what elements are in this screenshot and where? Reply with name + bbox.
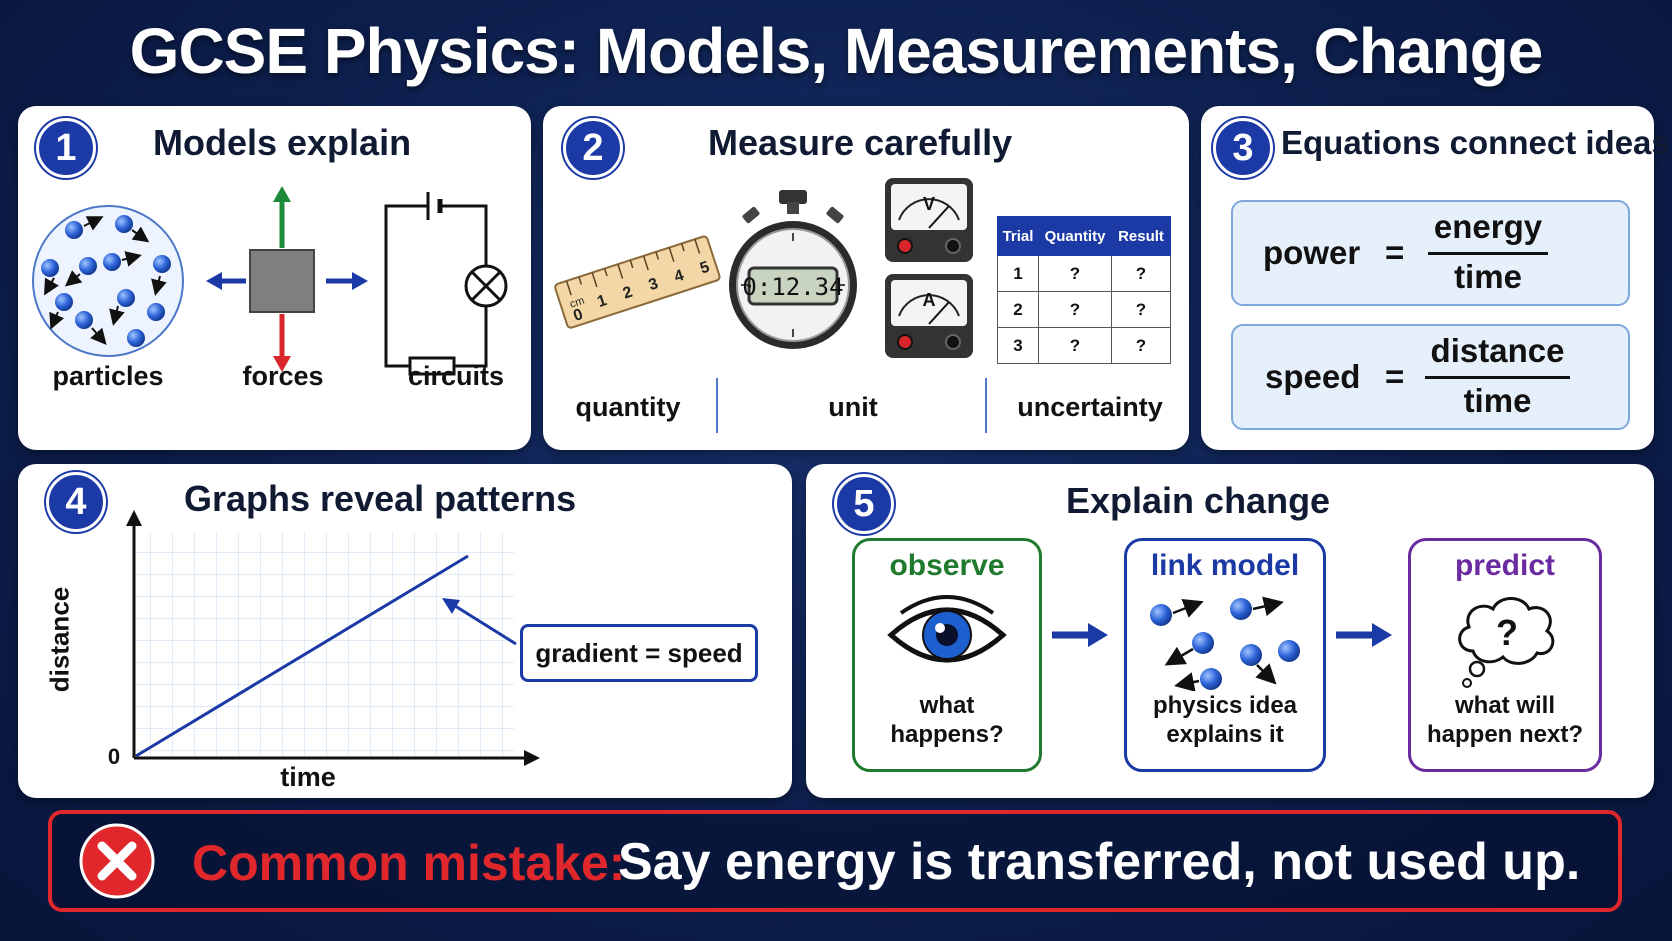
arrow-right-icon xyxy=(1052,623,1108,647)
voltmeter-icon: V xyxy=(885,178,973,262)
table-header: Trial xyxy=(997,216,1039,256)
mistake-text: Say energy is transferred, not used up. xyxy=(618,833,1581,891)
thought-bubble-icon: ? xyxy=(1458,597,1555,688)
panel-graphs: 4 Graphs reveal patterns distance time 0… xyxy=(18,464,792,798)
fraction-bar xyxy=(1425,376,1570,379)
step-number-4: 4 xyxy=(46,472,106,532)
label-circuits: circuits xyxy=(407,361,505,391)
axis-label-time: time xyxy=(280,762,336,792)
page-title: GCSE Physics: Models, Measurements, Chan… xyxy=(129,15,1544,87)
label-quantity: quantity xyxy=(575,392,681,422)
voltmeter-symbol: V xyxy=(923,194,935,214)
common-mistake-banner: Common mistake: Say energy is transferre… xyxy=(48,810,1622,912)
panel-title-models: Models explain xyxy=(153,122,412,163)
panel-title-explain: Explain change xyxy=(1066,480,1331,521)
table-header: Result xyxy=(1111,216,1171,256)
ruler-unit: cm xyxy=(568,295,586,311)
arrow-right-icon xyxy=(1336,623,1392,647)
models-illustration xyxy=(32,186,508,376)
divider xyxy=(716,378,718,433)
fraction-bar xyxy=(1428,252,1548,255)
forces-diagram xyxy=(206,186,368,372)
label-forces: forces xyxy=(242,361,324,391)
particles-diagram xyxy=(32,205,184,357)
eye-icon xyxy=(887,595,1007,663)
panel-measure: 2 Measure carefully cm 0 1 2 3 4 5 xyxy=(543,106,1189,450)
step-number-1: 1 xyxy=(36,118,96,178)
particles-model-icon xyxy=(1150,596,1300,691)
table-row: 3 ? ? xyxy=(997,327,1171,364)
mistake-label: Common mistake: xyxy=(192,835,626,891)
bubble-question: ? xyxy=(1496,612,1518,653)
panel-explain-change: 5 Explain change observe what happens? l… xyxy=(806,464,1654,798)
stopwatch-icon: 0:12.34 xyxy=(729,190,857,349)
equation-power: power = energy time xyxy=(1231,200,1630,306)
label-unit: unit xyxy=(828,392,878,422)
panel-title-graphs: Graphs reveal patterns xyxy=(184,478,577,519)
table-header: Quantity xyxy=(1038,216,1112,256)
stopwatch-reading: 0:12.34 xyxy=(742,273,843,301)
label-particles: particles xyxy=(52,361,164,391)
step-number-5: 5 xyxy=(834,474,894,534)
divider xyxy=(985,378,987,433)
error-x-icon xyxy=(79,823,155,899)
axis-origin: 0 xyxy=(107,744,121,769)
step-number-2: 2 xyxy=(563,118,623,178)
equation-speed: speed = distance time xyxy=(1231,324,1630,430)
step-predict: predict ? what will happen next? xyxy=(1408,538,1602,772)
gradient-annotation: gradient = speed xyxy=(520,624,758,682)
distance-time-graph xyxy=(126,510,540,766)
panel-equations: 3 Equations connect ideas power = energy… xyxy=(1201,106,1670,450)
table-row: 1 ? ? xyxy=(997,255,1171,292)
panel-title-equations: Equations connect ideas xyxy=(1281,124,1670,161)
ammeter-symbol: A xyxy=(923,290,936,310)
step-number-3: 3 xyxy=(1213,118,1273,178)
circuit-diagram xyxy=(384,192,508,376)
step-observe: observe what happens? xyxy=(852,538,1042,772)
ruler-icon: cm 0 1 2 3 4 5 xyxy=(554,235,721,329)
panel-models: 1 Models explain xyxy=(18,106,531,450)
ammeter-icon: A xyxy=(885,274,973,358)
panel-title-measure: Measure carefully xyxy=(708,122,1013,163)
results-table: Trial Quantity Result 1 ? ? 2 ? ? 3 ? ? xyxy=(997,216,1171,364)
axis-label-distance: distance xyxy=(44,586,75,693)
graph-line xyxy=(135,554,469,758)
step-link-model: link model physics idea explains it xyxy=(1124,538,1326,772)
label-uncertainty: uncertainty xyxy=(1017,392,1163,422)
table-row: 2 ? ? xyxy=(997,291,1171,328)
